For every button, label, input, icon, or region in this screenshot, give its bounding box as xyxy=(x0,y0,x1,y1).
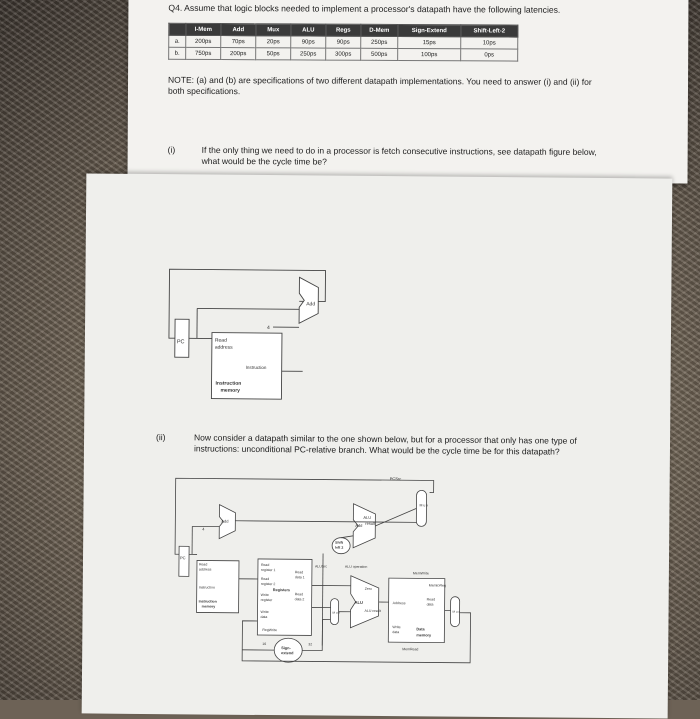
pc-four-label: 4 xyxy=(202,526,205,531)
table-cell: 500ps xyxy=(361,48,398,60)
rr2-label-1: Read xyxy=(261,577,269,581)
branch-alu-label: ALU xyxy=(363,515,371,520)
alu-label: ALU xyxy=(355,600,363,605)
registers-label: Registers xyxy=(273,588,290,592)
table-cell: 200ps xyxy=(186,35,221,47)
imem-read-label: Read xyxy=(199,562,207,566)
table-cell: 100ps xyxy=(398,48,461,60)
row-label: b. xyxy=(169,47,186,59)
rd1-label-1: Read xyxy=(295,570,303,574)
bits-16-label: 16 xyxy=(262,642,266,646)
wd-label-2: data xyxy=(260,615,267,619)
table-cell: 250ps xyxy=(361,36,398,48)
imem-label-1: Instruction xyxy=(199,599,217,603)
sign-extend-label-2: extend xyxy=(281,651,294,655)
alusrc-label: ALUSrc xyxy=(315,564,327,568)
header-dmem: D-Mem xyxy=(361,24,398,36)
dmem-read-label: Read xyxy=(427,597,435,601)
table-cell: 200ps xyxy=(221,48,256,60)
memwrite-label: MemWrite xyxy=(413,571,429,575)
table-cell: 90ps xyxy=(326,36,361,48)
zero-label: Zero xyxy=(365,587,372,591)
table-cell: 90ps xyxy=(291,36,326,48)
rd1-label-2: data 1 xyxy=(295,575,305,579)
pc-label: PC xyxy=(180,555,186,560)
aluop-label: ALU operation xyxy=(345,565,367,569)
table-row: b. 750ps 200ps 50ps 250ps 300ps 500ps 10… xyxy=(169,47,518,61)
branch-add-label: Add xyxy=(355,523,362,528)
wr-label-1: Write xyxy=(261,593,269,597)
memread-label: MemRead xyxy=(402,647,418,651)
table-cell: 50ps xyxy=(256,48,291,60)
shift-label-2: left 2 xyxy=(335,546,343,550)
memtoreg-mux-label: M u x xyxy=(453,610,461,614)
row-label: a. xyxy=(169,35,186,47)
worksheet-page-bottom: Add 4 PC Read address Instruction Instru… xyxy=(82,173,673,718)
shift-label-1: Shift xyxy=(335,541,344,545)
wd-label-1: Write xyxy=(261,610,269,614)
part-i-text: If the only thing we need to do in a pro… xyxy=(202,145,602,169)
sign-extend-label-1: Sign- xyxy=(281,646,291,650)
imem-instruction-label: Instruction xyxy=(199,585,215,589)
branch-datapath-figure: PCSrc M u x Add 4 Add ALU result Shift l… xyxy=(82,173,673,718)
alu-result-label: ALU result xyxy=(365,609,381,613)
header-mux: Mux xyxy=(256,24,291,36)
note-text: NOTE: (a) and (b) are specifications of … xyxy=(168,75,598,99)
header-alu: ALU xyxy=(291,24,326,36)
dmem-write-label: Write xyxy=(392,625,400,629)
table-cell: 20ps xyxy=(256,36,291,48)
memtoreg-label: MemtoReg xyxy=(429,583,446,587)
rr2-label-2: register 2 xyxy=(261,582,276,586)
header-shift-left-2: Shift-Left-2 xyxy=(461,25,518,37)
imem-label-2: memory xyxy=(202,604,216,608)
header-regs: Regs xyxy=(326,24,361,36)
rd2-label-2: data 2 xyxy=(295,597,305,601)
dmem-address-label: Address xyxy=(393,601,406,605)
regwrite-label: RegWrite xyxy=(262,628,277,632)
part-i-number: (i) xyxy=(168,145,176,156)
rr1-label-1: Read xyxy=(261,563,269,567)
pcsrc-label: PCSrc xyxy=(390,476,402,481)
pc-adder-label: Add xyxy=(221,519,228,524)
latency-table: I-Mem Add Mux ALU Regs D-Mem Sign-Extend… xyxy=(168,23,518,62)
rd2-label-1: Read xyxy=(295,592,303,596)
table-cell: 10ps xyxy=(461,37,518,49)
worksheet-page-top: Q4. Assume that logic blocks needed to i… xyxy=(128,0,689,183)
rr1-label-2: register 1 xyxy=(261,568,276,572)
pc-mux-label: M u x xyxy=(419,503,428,507)
corner-cell xyxy=(169,23,186,35)
alusrc-mux-label: M u x xyxy=(333,611,341,615)
table-cell: 0ps xyxy=(461,49,518,61)
dmem-label-2: memory xyxy=(416,633,432,637)
wr-label-2: register xyxy=(261,598,274,602)
header-sign-extend: Sign-Extend xyxy=(398,24,461,36)
branch-result-label: result xyxy=(365,521,376,526)
table-cell: 750ps xyxy=(186,47,221,59)
header-add: Add xyxy=(221,24,256,36)
question-title: Q4. Assume that logic blocks needed to i… xyxy=(168,3,560,16)
bits-32-label: 32 xyxy=(308,642,312,646)
imem-address-label: address xyxy=(199,567,212,571)
header-imem: I-Mem xyxy=(186,23,221,35)
table-cell: 300ps xyxy=(326,48,361,60)
table-cell: 15ps xyxy=(398,36,461,48)
table-cell: 250ps xyxy=(291,48,326,60)
dmem-data-label: data xyxy=(427,602,434,606)
dmem-wdata-label: data xyxy=(392,630,399,634)
table-cell: 70ps xyxy=(221,36,256,48)
dmem-label-1: Data xyxy=(416,627,425,631)
